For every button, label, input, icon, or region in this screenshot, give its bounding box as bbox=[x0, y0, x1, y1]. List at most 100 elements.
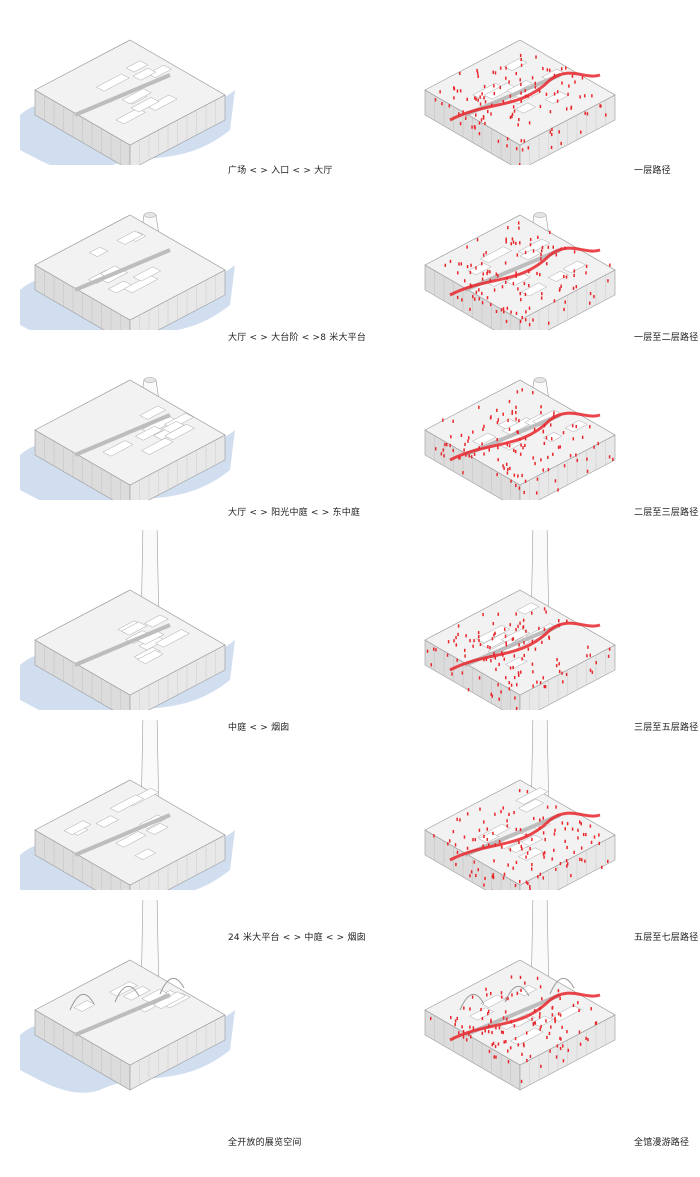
visitor-dot bbox=[475, 266, 477, 269]
visitor-dot bbox=[482, 301, 484, 304]
visitor-dot bbox=[478, 631, 480, 634]
visitor-dot bbox=[507, 863, 509, 866]
visitor-dot bbox=[516, 312, 518, 315]
visitor-dot bbox=[520, 828, 522, 831]
visitor-dot bbox=[513, 282, 515, 285]
visitor-dot bbox=[539, 273, 541, 276]
visitor-dot bbox=[494, 813, 496, 816]
visitor-dot bbox=[543, 468, 545, 471]
visitor-dot bbox=[561, 672, 563, 675]
visitor-dot bbox=[507, 307, 509, 310]
visitor-dot bbox=[515, 1037, 517, 1040]
visitor-dot bbox=[491, 1031, 493, 1034]
visitor-dot bbox=[486, 658, 488, 661]
visitor-dot bbox=[464, 835, 466, 838]
visitor-dot bbox=[520, 58, 522, 61]
visitor-dot bbox=[467, 265, 469, 268]
visitor-dot bbox=[477, 72, 479, 75]
visitor-dot bbox=[585, 271, 587, 274]
visitor-dot bbox=[454, 1023, 456, 1026]
visitor-dot bbox=[519, 241, 521, 244]
visitor-dot bbox=[518, 841, 520, 844]
visitor-dot bbox=[560, 1047, 562, 1050]
visitor-dot bbox=[525, 95, 527, 98]
visitor-dot bbox=[489, 646, 491, 649]
visitor-dot bbox=[510, 116, 512, 119]
visitor-dot bbox=[517, 287, 519, 290]
visitor-dot bbox=[447, 654, 449, 657]
visitor-dot bbox=[478, 639, 480, 642]
visitor-dot bbox=[472, 430, 474, 433]
visitor-dot bbox=[484, 877, 486, 880]
visitor-dot bbox=[551, 133, 553, 136]
visitor-dot bbox=[541, 296, 543, 299]
visitor-dot bbox=[591, 94, 593, 97]
visitor-dot bbox=[509, 400, 511, 403]
visitor-dot bbox=[464, 649, 466, 652]
visitor-dot bbox=[507, 824, 509, 827]
visitor-dot bbox=[443, 449, 445, 452]
axonometric-view bbox=[5, 0, 245, 165]
visitor-dot bbox=[481, 442, 483, 445]
visitor-dot bbox=[518, 118, 520, 121]
visitor-dot bbox=[490, 279, 492, 282]
visitor-dot bbox=[507, 226, 509, 229]
visitor-dot bbox=[498, 663, 500, 666]
visitor-dot bbox=[479, 808, 481, 811]
building-model bbox=[20, 40, 235, 165]
visitor-dot bbox=[537, 478, 539, 481]
visitor-dot bbox=[515, 484, 517, 487]
visitor-dot bbox=[512, 410, 514, 413]
visitor-dot bbox=[507, 137, 509, 140]
visitor-dot bbox=[493, 652, 495, 655]
visitor-dot bbox=[503, 1040, 505, 1043]
visitor-dot bbox=[462, 471, 464, 474]
visitor-dot bbox=[550, 130, 552, 133]
visitor-dot bbox=[490, 416, 492, 419]
visitor-dot bbox=[554, 829, 556, 832]
path-caption: 二层至三层路径 bbox=[634, 505, 698, 518]
visitor-dot bbox=[519, 789, 521, 792]
visitor-dot bbox=[579, 820, 581, 823]
visitor-dot bbox=[562, 680, 564, 683]
visitor-dot bbox=[550, 110, 552, 113]
visitor-dot bbox=[524, 139, 526, 142]
visitor-dot bbox=[453, 96, 455, 99]
visitor-dot bbox=[564, 300, 566, 303]
visitor-dot bbox=[540, 257, 542, 260]
visitor-dot bbox=[535, 55, 537, 58]
visitor-dot bbox=[535, 648, 537, 651]
visitor-dot bbox=[486, 993, 488, 996]
visitor-dot bbox=[441, 102, 443, 105]
visitor-dot bbox=[500, 810, 502, 813]
visitor-dot bbox=[505, 281, 507, 284]
visitor-dot bbox=[518, 419, 520, 422]
route-caption: 大厅 < > 阳光中庭 < > 东中庭 bbox=[228, 505, 360, 518]
visitor-dot bbox=[472, 295, 474, 298]
visitor-dot bbox=[459, 456, 461, 459]
visitor-dot bbox=[441, 452, 443, 455]
visitor-dot bbox=[462, 671, 464, 674]
visitor-dot bbox=[459, 818, 461, 821]
visitor-dot bbox=[507, 471, 509, 474]
visitor-dot bbox=[593, 295, 595, 298]
visitor-dot bbox=[487, 296, 489, 299]
visitor-dot bbox=[552, 453, 554, 456]
visitor-dot bbox=[572, 424, 574, 427]
visitor-dot bbox=[449, 839, 451, 842]
visitor-dot bbox=[515, 884, 517, 887]
visitor-dot bbox=[482, 613, 484, 616]
visitor-dot bbox=[467, 847, 469, 850]
visitor-dot bbox=[501, 308, 503, 311]
visitor-dot bbox=[453, 639, 455, 642]
visitor-dot bbox=[470, 1035, 472, 1038]
visitor-dot bbox=[490, 303, 492, 306]
visitor-dot bbox=[575, 425, 577, 428]
visitor-dot bbox=[548, 322, 550, 325]
visitor-dot bbox=[514, 676, 516, 679]
visitor-dot bbox=[585, 1037, 587, 1040]
visitor-dot bbox=[470, 271, 472, 274]
visitor-dot bbox=[503, 806, 505, 809]
visitor-dot bbox=[570, 454, 572, 457]
visitor-dot bbox=[475, 838, 477, 841]
